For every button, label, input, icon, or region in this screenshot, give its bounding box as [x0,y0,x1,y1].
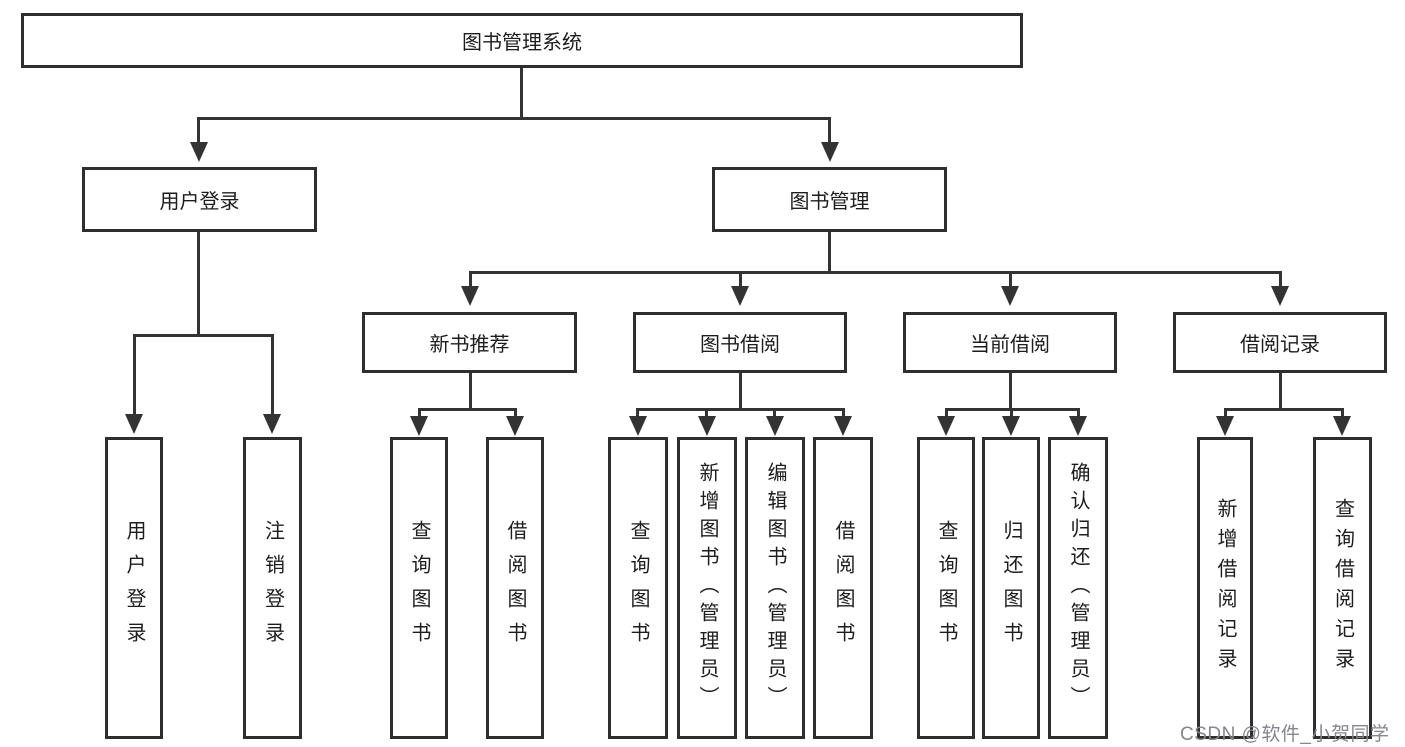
arrowhead-icon [1002,416,1020,436]
leaf-search-books-current: 查询图书 [917,437,975,739]
connector-stub [1009,271,1012,288]
connector-stub [842,408,845,418]
node-label: 用户登录 [159,191,240,213]
connector-stub [828,117,831,144]
connector-recommend-stem [469,373,472,411]
leaf-borrow-books-recommend: 借阅图书 [486,437,544,739]
node-label: 注销登录 [261,520,284,656]
leaf-search-books-recommend: 查询图书 [390,437,448,739]
arrowhead-icon [821,142,839,162]
arrowhead-icon [766,416,784,436]
node-label: 查询图书 [408,520,430,656]
leaf-confirm-return-admin: 确认归还（管理员） [1048,437,1108,739]
connector-level2-bar [197,117,831,120]
connector-stub [133,334,136,416]
node-label: 编辑图书（管理员） [764,462,786,714]
node-label: 确认归还（管理员） [1067,462,1089,714]
connector-stub [1010,408,1013,418]
node-label: 图书管理系统 [462,32,582,54]
connector-root-stem [520,68,523,120]
node-current-borrowing: 当前借阅 [903,312,1117,373]
node-label: 用户登录 [123,520,145,656]
node-label: 借阅图书 [504,520,526,656]
arrowhead-icon [629,416,647,436]
connector-borrowing-stem [739,373,742,411]
arrowhead-icon [125,414,143,434]
connector-book-management-stem [828,232,831,274]
connector-records-bar [1224,408,1344,411]
arrowhead-icon [1216,416,1234,436]
leaf-return-books: 归还图书 [982,437,1040,739]
leaf-user-login: 用户登录 [105,437,163,739]
node-label: 图书借阅 [700,334,780,356]
leaf-search-borrow-record: 查询借阅记录 [1313,437,1372,739]
connector-stub [418,408,421,418]
connector-stub [945,408,948,418]
connector-user-login-bar [133,334,274,337]
connector-stub [469,271,472,288]
leaf-search-books-borrowing: 查询图书 [608,437,668,739]
node-label: 图书管理 [789,191,870,213]
node-label: 当前借阅 [970,334,1050,356]
connector-borrowing-bar [636,408,845,411]
connector-stub [197,117,200,144]
node-label: 新增图书（管理员） [696,462,718,714]
connector-stub [705,408,708,418]
node-borrow-records: 借阅记录 [1173,312,1387,373]
arrowhead-icon [1001,286,1019,306]
connector-user-login-stem [197,232,200,337]
connector-stub [271,334,274,416]
connector-records-stem [1279,373,1282,411]
node-label: 借阅图书 [832,520,854,656]
node-label: 查询图书 [935,520,957,656]
connector-stub [514,408,517,418]
node-root: 图书管理系统 [21,13,1023,68]
arrowhead-icon [1333,416,1351,436]
node-label: 查询图书 [627,520,649,656]
leaf-logout: 注销登录 [243,437,302,739]
arrowhead-icon [190,142,208,162]
node-label: 新书推荐 [429,334,510,356]
node-new-book-recommendation: 新书推荐 [362,312,577,373]
connector-stub [1279,271,1282,288]
arrowhead-icon [263,414,281,434]
node-label: 借阅记录 [1240,334,1320,356]
node-user-login: 用户登录 [82,167,317,232]
arrowhead-icon [1271,286,1289,306]
arrowhead-icon [731,286,749,306]
connector-stub [1341,408,1344,418]
connector-recommend-bar [418,408,517,411]
node-label: 查询借阅记录 [1331,498,1354,678]
arrowhead-icon [834,416,852,436]
leaf-add-book-admin: 新增图书（管理员） [677,437,737,739]
arrowhead-icon [410,416,428,436]
leaf-borrow-books-borrowing: 借阅图书 [813,437,873,739]
leaf-edit-book-admin: 编辑图书（管理员） [745,437,805,739]
arrowhead-icon [506,416,524,436]
connector-current-stem [1009,373,1012,411]
leaf-add-borrow-record: 新增借阅记录 [1197,437,1253,739]
node-label: 归还图书 [1000,520,1022,656]
connector-stub [773,408,776,418]
connector-stub [739,271,742,288]
arrowhead-icon [1069,416,1087,436]
node-book-management: 图书管理 [712,167,947,232]
connector-stub [636,408,639,418]
connector-level3-bar [469,271,1282,274]
csdn-watermark: CSDN @软件_小贺同学 [1180,724,1390,745]
connector-stub [1077,408,1080,418]
arrowhead-icon [698,416,716,436]
arrowhead-icon [461,286,479,306]
node-book-borrowing: 图书借阅 [633,312,847,373]
node-label: 新增借阅记录 [1214,498,1236,678]
arrowhead-icon [937,416,955,436]
connector-stub [1224,408,1227,418]
